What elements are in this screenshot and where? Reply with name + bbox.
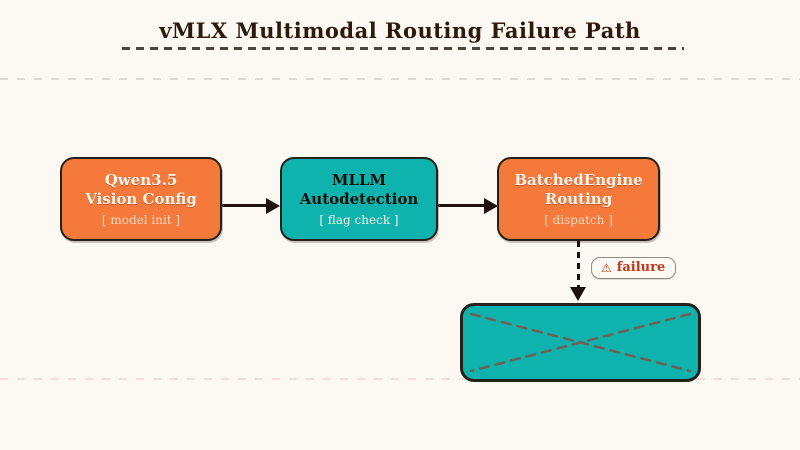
decorative-dashed-rule-bottom — [0, 378, 800, 380]
arrow-head-icon — [484, 198, 498, 214]
arrow-shaft — [222, 204, 268, 207]
node-title: BatchedEngine Routing — [514, 171, 642, 209]
node-title-line: Routing — [544, 189, 613, 208]
node-title: MLLM Autodetection — [300, 171, 419, 209]
node-title-line: Autodetection — [299, 189, 419, 208]
arrow-head-icon — [266, 198, 280, 214]
node-title-line: MLLM — [331, 170, 387, 189]
node-title-line: Vision Config — [85, 189, 197, 208]
arrow-head-icon — [570, 287, 586, 301]
arrow-mllm-to-batched — [438, 198, 498, 214]
node-subtitle: [ model init ] — [101, 213, 181, 228]
diagram-title: vMLX Multimodal Routing Failure Path — [159, 18, 641, 43]
arrow-batched-to-failed-dashed — [570, 241, 586, 303]
decorative-dashed-rule-top — [0, 78, 800, 80]
arrow-qwen-to-mllm — [222, 198, 280, 214]
node-title-line: Qwen3.5 — [104, 170, 178, 189]
node-subtitle: [ flag check ] — [319, 213, 399, 228]
node-subtitle: [ dispatch ] — [544, 213, 613, 228]
node-title-line: BatchedEngine — [514, 170, 643, 189]
warning-icon: ⚠ — [601, 260, 612, 275]
node-title: Qwen3.5 Vision Config — [85, 171, 197, 209]
failure-x-mark-icon — [469, 312, 692, 373]
node-failed-crossed-out — [460, 303, 701, 382]
title-underline — [122, 47, 684, 50]
node-mllm-autodetection: MLLM Autodetection [ flag check ] — [280, 157, 438, 241]
arrow-shaft — [438, 204, 486, 207]
node-qwen-vision-config: Qwen3.5 Vision Config [ model init ] — [60, 157, 222, 241]
node-batchedengine-routing: BatchedEngine Routing [ dispatch ] — [497, 157, 660, 241]
failure-badge-label: failure — [616, 260, 666, 275]
failure-badge: ⚠ failure — [591, 257, 677, 279]
dashed-arrow-shaft — [576, 241, 580, 289]
